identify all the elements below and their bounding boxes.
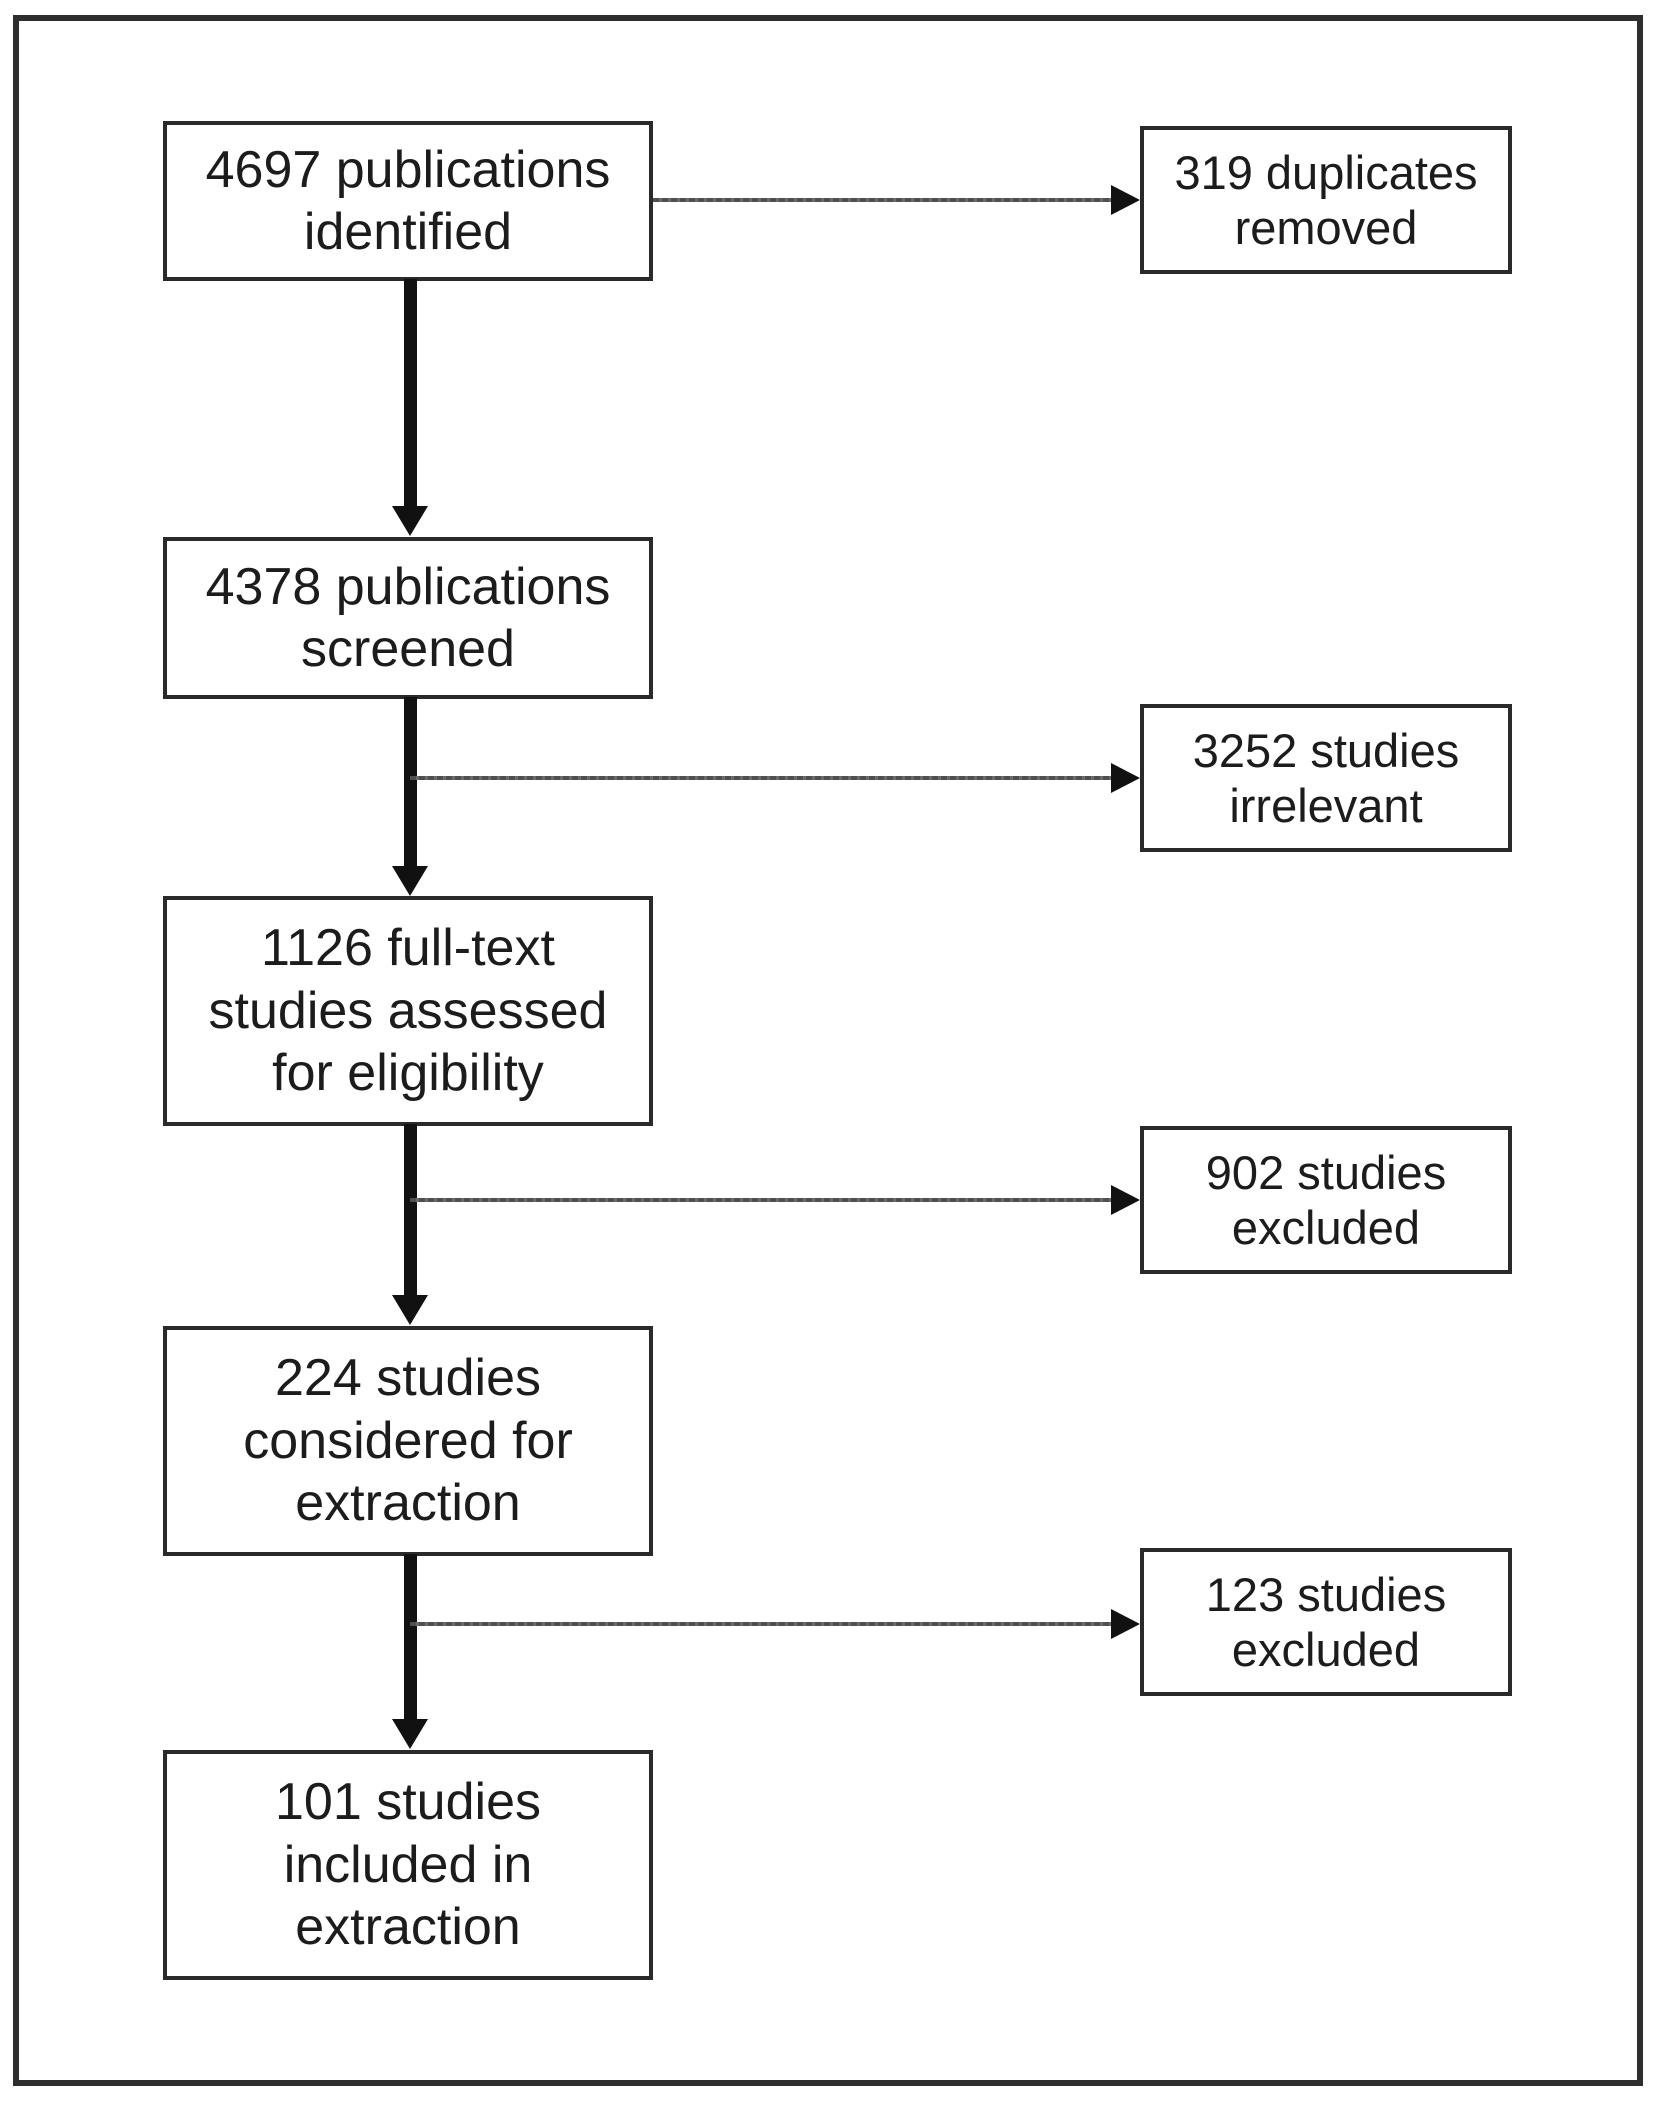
flow-box-publications-identified: 4697 publications identified: [163, 121, 653, 281]
flow-box-fulltext-assessed: 1126 full-text studies assessed for elig…: [163, 896, 653, 1126]
flow-box-studies-irrelevant: 3252 studies irrelevant: [1140, 704, 1512, 852]
flow-box-duplicates-removed: 319 duplicates removed: [1140, 126, 1512, 274]
side-arrow-to-902-excluded-icon: [410, 1185, 1140, 1215]
down-arrow-considered-to-included-icon: [392, 1554, 428, 1749]
flow-box-included-in-extraction: 101 studies included in extraction: [163, 1750, 653, 1980]
side-arrow-to-123-excluded-icon: [410, 1609, 1140, 1639]
flow-box-publications-screened: 4378 publications screened: [163, 537, 653, 699]
down-arrow-fulltext-to-considered-icon: [392, 1124, 428, 1325]
flow-box-123-excluded: 123 studies excluded: [1140, 1548, 1512, 1696]
down-arrow-identified-to-screened-icon: [392, 279, 428, 536]
side-arrow-to-studies-irrelevant-icon: [410, 763, 1140, 793]
side-arrow-to-duplicates-removed-icon: [653, 185, 1140, 215]
down-arrow-screened-to-fulltext-icon: [392, 697, 428, 896]
flow-box-902-excluded: 902 studies excluded: [1140, 1126, 1512, 1274]
flow-box-considered-for-extraction: 224 studies considered for extraction: [163, 1326, 653, 1556]
